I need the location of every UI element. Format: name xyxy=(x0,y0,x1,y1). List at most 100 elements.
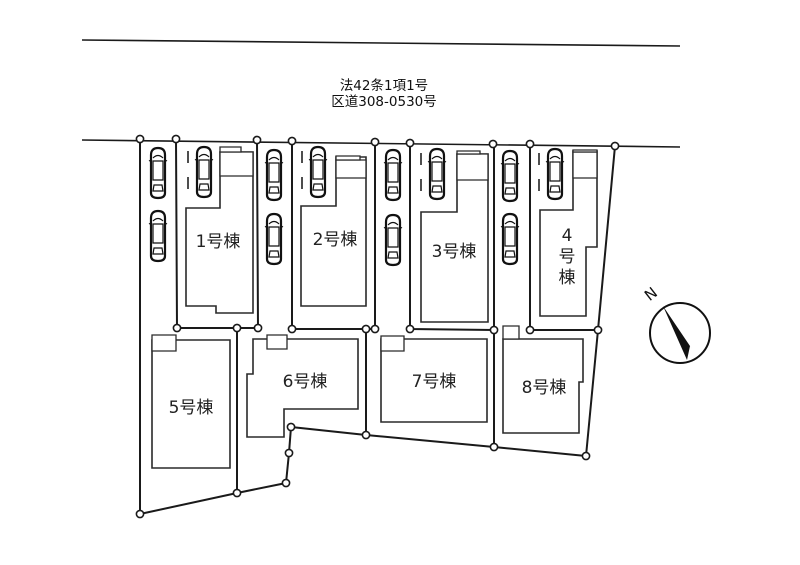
boundary-post xyxy=(135,509,145,519)
car-icon xyxy=(187,145,214,199)
car-windows xyxy=(152,217,164,255)
road-number-label: 区道308-0530号 xyxy=(331,94,437,110)
boundary-post xyxy=(361,324,371,334)
car-windows xyxy=(431,155,443,193)
boundary-post xyxy=(232,323,242,333)
boundary-posts xyxy=(135,134,620,519)
car-mirror xyxy=(264,161,268,164)
car-windows xyxy=(268,156,280,194)
building-label-7: 7号棟 xyxy=(412,372,457,392)
car-mirror xyxy=(561,160,565,163)
lot-line xyxy=(139,425,587,515)
car-mirror xyxy=(500,162,504,165)
car-mirror xyxy=(545,160,549,163)
boundary-post xyxy=(489,325,499,335)
boundary-post xyxy=(361,430,371,440)
car-windows xyxy=(268,220,280,258)
building-label-2: 2号棟 xyxy=(313,230,358,250)
car-mirror xyxy=(280,161,284,164)
boundary-post xyxy=(171,134,181,144)
boundary-post xyxy=(488,139,498,149)
building-label-4-line2: 号 xyxy=(559,247,576,267)
building-2 xyxy=(300,155,367,307)
car-mirror xyxy=(264,225,268,228)
car-mirror xyxy=(280,225,284,228)
car-icon xyxy=(500,149,520,203)
car-mirror xyxy=(324,158,328,161)
car-windows xyxy=(198,153,210,191)
car-icon xyxy=(420,147,447,201)
boundary-post xyxy=(370,137,380,147)
building-entrance xyxy=(456,150,481,155)
car-icon xyxy=(264,148,284,202)
north-arrow-icon: N xyxy=(641,284,711,364)
building-label-3: 3号棟 xyxy=(432,242,477,262)
car-mirror xyxy=(383,226,387,229)
car-mirror xyxy=(500,225,504,228)
building-entrance xyxy=(219,146,242,153)
car-icon xyxy=(538,147,565,201)
building-3 xyxy=(420,150,489,323)
road-edge-near xyxy=(81,139,681,148)
car-mirror xyxy=(210,158,214,161)
building-entrance xyxy=(380,335,405,352)
boundary-post xyxy=(253,323,263,333)
boundary-post xyxy=(135,134,145,144)
car-windows xyxy=(504,157,516,195)
building-4 xyxy=(539,149,598,317)
car-icon xyxy=(148,209,168,263)
building-outline xyxy=(300,156,367,307)
building-7 xyxy=(380,335,488,423)
car-mirror xyxy=(443,160,447,163)
car-mirror xyxy=(516,162,520,165)
compass-north-label: N xyxy=(641,284,661,305)
building-outline xyxy=(185,151,254,314)
boundary-post xyxy=(172,323,182,333)
boundary-post xyxy=(525,139,535,149)
boundary-post xyxy=(287,136,297,146)
building-outline xyxy=(246,338,359,438)
car-windows xyxy=(549,155,561,193)
car-mirror xyxy=(399,226,403,229)
building-outline xyxy=(539,150,598,317)
car-mirror xyxy=(383,161,387,164)
boundary-post xyxy=(370,324,380,334)
car-windows xyxy=(152,154,164,192)
building-outline xyxy=(380,338,488,423)
car-mirror xyxy=(164,159,168,162)
lot-line xyxy=(366,142,376,330)
building-label-6: 6号棟 xyxy=(283,372,328,392)
building-entrance xyxy=(502,325,520,340)
building-annex xyxy=(219,151,254,177)
car-icon xyxy=(383,148,403,202)
boundary-post xyxy=(286,422,296,432)
boundary-post xyxy=(287,324,297,334)
building-labels: 1号棟 2号棟 3号棟 4 号 棟 5号棟 6号棟 7号棟 8号棟 xyxy=(169,226,576,418)
building-label-5: 5号棟 xyxy=(169,398,214,418)
car-windows xyxy=(312,153,324,191)
building-1 xyxy=(185,146,254,314)
car-mirror xyxy=(194,158,198,161)
boundary-post xyxy=(593,325,603,335)
car-mirror xyxy=(308,158,312,161)
building-6 xyxy=(246,334,359,438)
building-label-4-line3: 棟 xyxy=(559,268,576,288)
car-mirror xyxy=(148,159,152,162)
building-entrance xyxy=(572,149,598,153)
car-mirror xyxy=(148,222,152,225)
building-outline xyxy=(502,338,584,434)
boundary-post xyxy=(525,325,535,335)
compass-needle xyxy=(663,306,692,360)
car-mirror xyxy=(427,160,431,163)
boundary-post xyxy=(405,324,415,334)
boundary-post xyxy=(281,478,291,488)
road: 法42条1項1号 区道308-0530号 xyxy=(81,39,681,148)
car-icon xyxy=(500,212,520,266)
boundary-post xyxy=(489,442,499,452)
building-5 xyxy=(151,334,231,469)
boundary-post xyxy=(405,138,415,148)
building-annex xyxy=(572,151,598,179)
boundary-post xyxy=(581,451,591,461)
building-label-8: 8号棟 xyxy=(522,378,567,398)
